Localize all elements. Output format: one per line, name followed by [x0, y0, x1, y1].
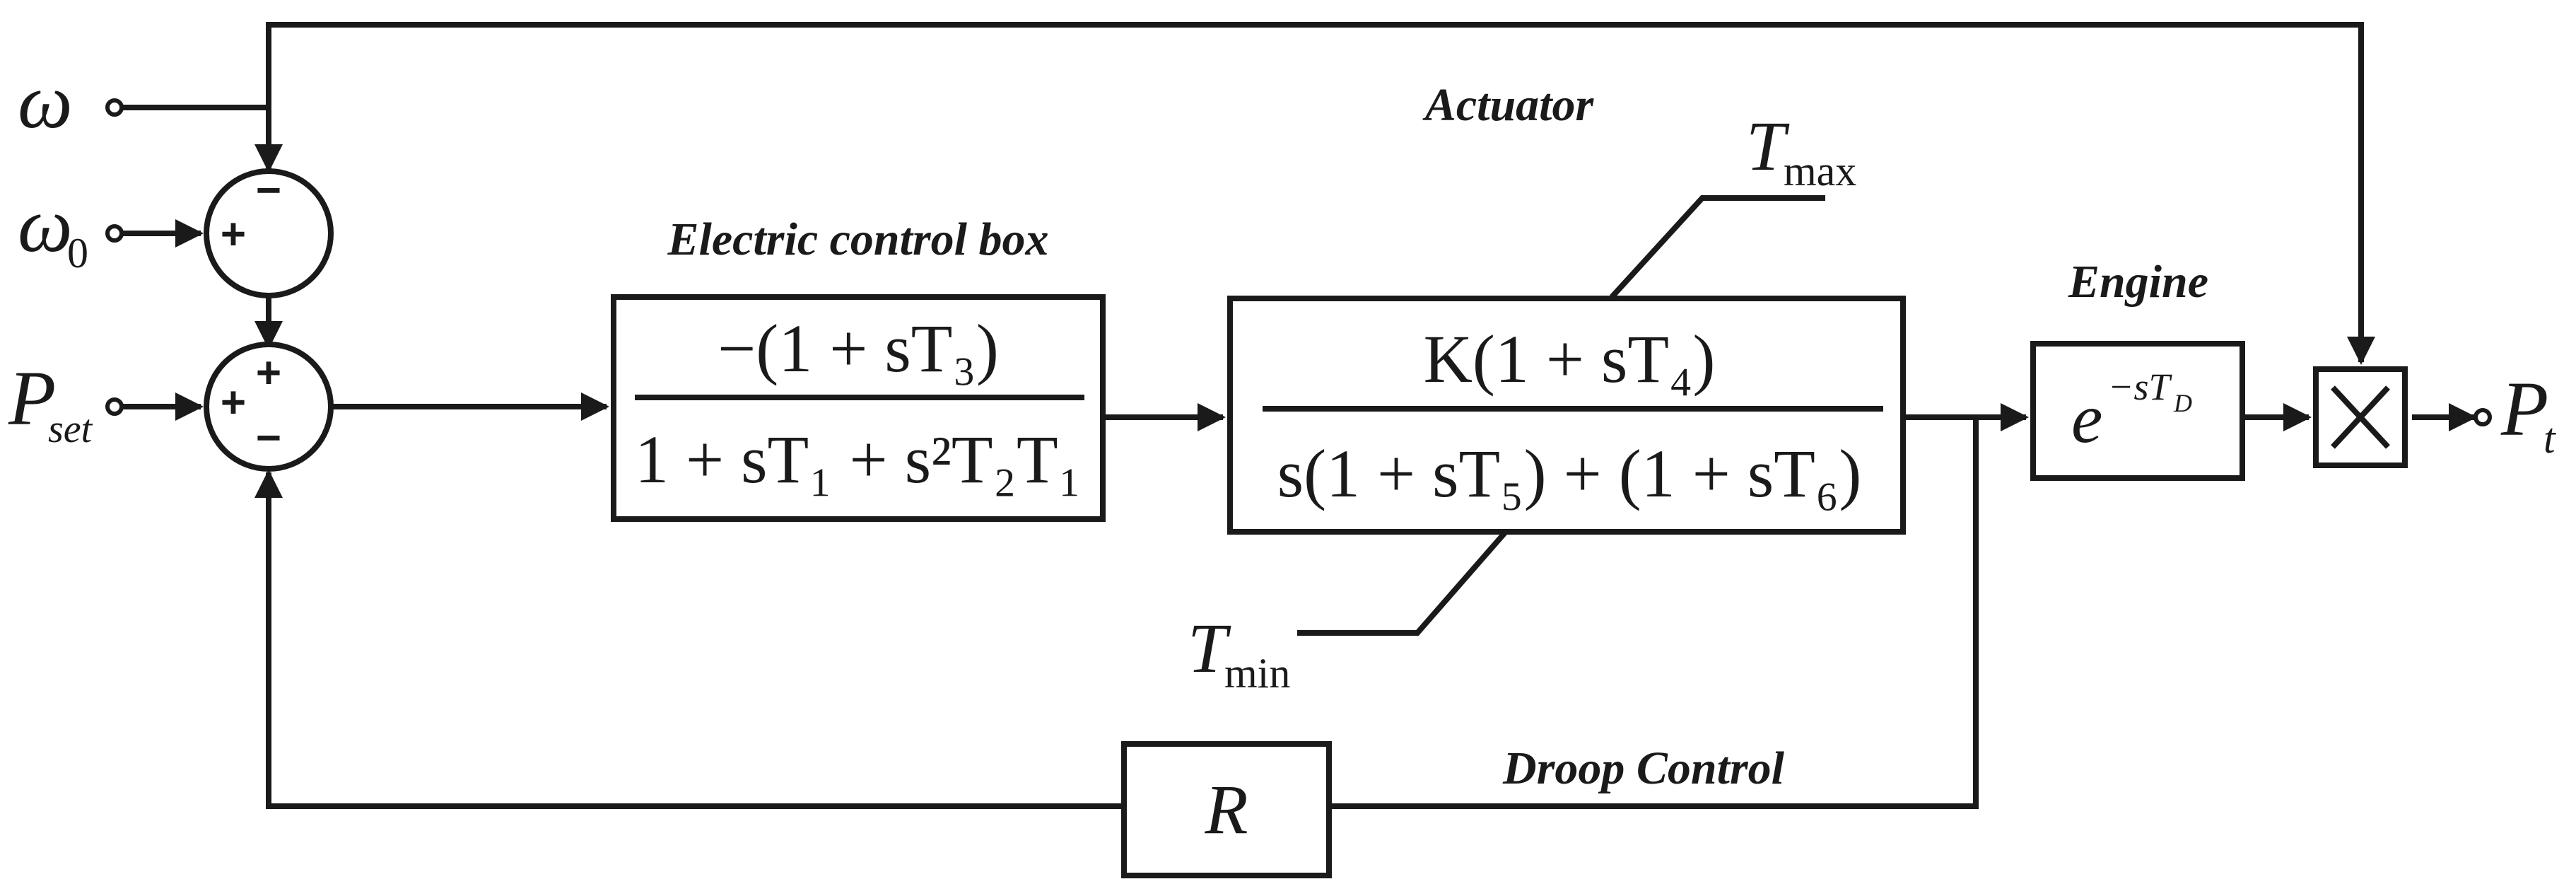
- pset-terminal: [105, 397, 124, 416]
- engine-box: e −sT D: [2030, 341, 2245, 481]
- pset-subscript: set: [48, 407, 93, 451]
- engine-exponent-sub: D: [2173, 389, 2192, 417]
- pset-label: P: [8, 355, 56, 441]
- omega0-terminal: [105, 224, 124, 243]
- actuator-box: K(1 + sT₄) s(1 + sT₅) + (1 + sT₆): [1227, 296, 1906, 535]
- tmax-limit-line: [1610, 195, 1825, 299]
- sum2-plus-left-sign: +: [221, 378, 246, 427]
- droop-label: Droop Control: [1502, 743, 1785, 794]
- ecb-numerator: −(1 + sT₃): [718, 310, 999, 386]
- tmax-subscript: max: [1784, 148, 1856, 194]
- output-terminal: [2473, 408, 2492, 426]
- sum-junction-2: + + −: [204, 342, 334, 472]
- engine-label: Engine: [2068, 256, 2208, 308]
- ecb-label: Electric control box: [667, 214, 1049, 265]
- sum2-plus-top-sign: +: [256, 349, 281, 397]
- pt-label: P: [2500, 366, 2548, 452]
- actuator-numerator: K(1 + sT₄): [1424, 321, 1716, 397]
- sum1-minus-sign: −: [256, 166, 281, 215]
- multiplier-block: [2313, 366, 2408, 468]
- omega-terminal: [105, 98, 124, 117]
- actuator-denominator: s(1 + sT₅) + (1 + sT₆): [1277, 436, 1862, 511]
- tmin-label: T: [1188, 609, 1231, 687]
- ecb-denominator: 1 + sT₁ + s²T₂T₁: [635, 421, 1082, 497]
- engine-exponent: −sT: [2108, 366, 2172, 408]
- tmin-limit-line: [1297, 530, 1509, 636]
- sum2-minus-bottom-sign: −: [256, 414, 281, 462]
- sum-junction-1: − +: [204, 166, 334, 298]
- omega-feedforward-wire: [266, 22, 2375, 365]
- omega0-label: ω: [18, 182, 73, 268]
- electric-control-box: −(1 + sT₃) 1 + sT₁ + s²T₂T₁: [611, 294, 1106, 522]
- droop-tap-wire: [1329, 417, 1979, 809]
- omega-label: ω: [18, 58, 73, 144]
- omega0-subscript: 0: [67, 230, 88, 277]
- tmin-subscript: min: [1224, 650, 1290, 697]
- droop-gain: R: [1204, 770, 1248, 849]
- tmax-label: T: [1746, 107, 1790, 185]
- droop-return-wire: [254, 470, 1124, 809]
- sum1-plus-sign: +: [221, 210, 246, 259]
- actuator-label: Actuator: [1422, 79, 1595, 131]
- engine-base: e: [2071, 379, 2102, 458]
- pt-subscript: t: [2543, 415, 2556, 462]
- droop-gain-box: R: [1121, 741, 1332, 878]
